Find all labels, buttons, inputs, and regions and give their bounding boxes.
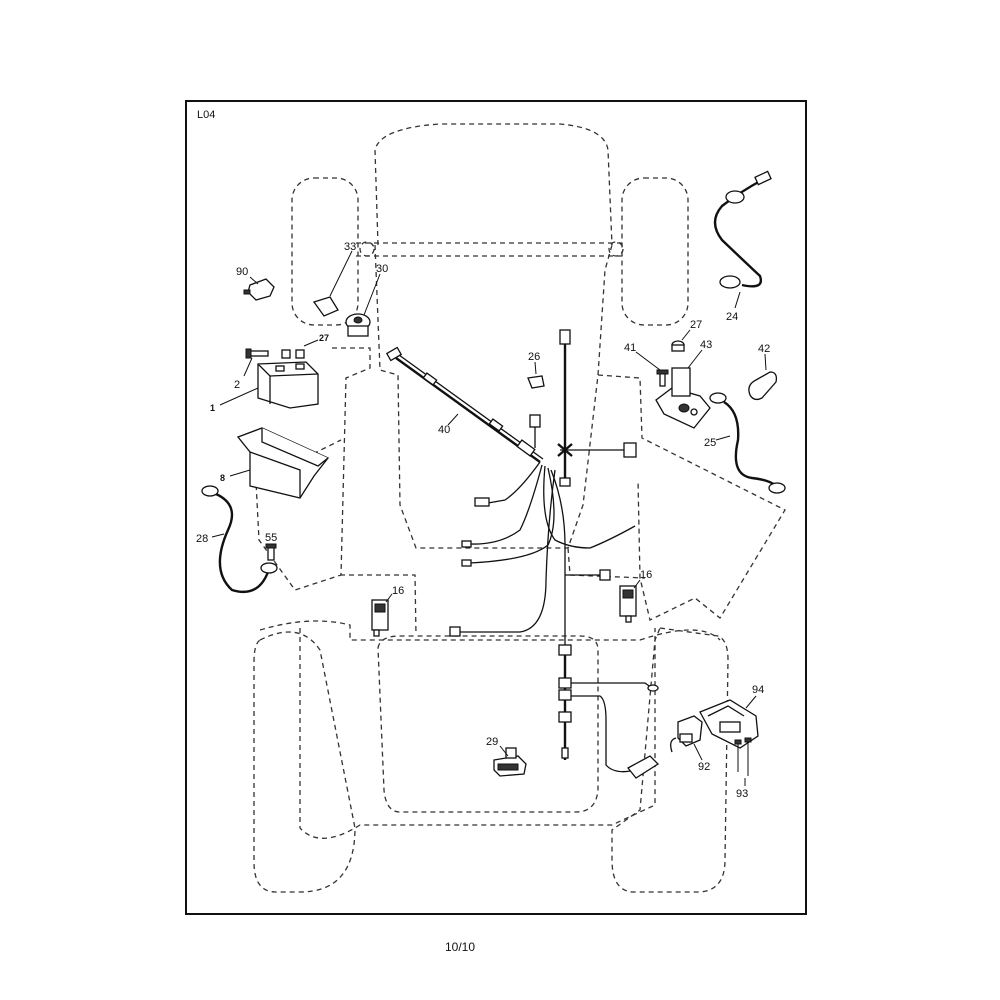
callout-1: 1 xyxy=(210,403,215,413)
callout-93: 93 xyxy=(736,788,748,800)
hood-outline xyxy=(374,123,613,549)
rear-tire-right xyxy=(611,627,729,893)
callout-16-right: 16 xyxy=(640,569,652,581)
harness-rear-connector xyxy=(627,755,660,779)
callout-40: 40 xyxy=(438,424,450,436)
frame-outline xyxy=(255,347,786,621)
callout-41: 41 xyxy=(624,342,636,354)
callout-55: 55 xyxy=(265,532,277,544)
part-94-module xyxy=(699,699,759,749)
callout-94: 94 xyxy=(752,684,764,696)
harness-fuse-holder xyxy=(529,414,541,448)
callout-25: 25 xyxy=(704,437,716,449)
axle-pivot-left xyxy=(359,241,375,257)
axle-pivot-right xyxy=(608,241,624,257)
part-41-screw xyxy=(656,369,669,387)
part-27-nut-right xyxy=(671,340,685,352)
front-axle-outline xyxy=(356,242,622,257)
part-27-nut-left xyxy=(281,349,305,359)
rear-body-outline xyxy=(299,628,656,839)
part-8-battery-tray xyxy=(236,427,330,499)
part-93-screws xyxy=(734,737,752,776)
part-24-cable xyxy=(713,170,772,289)
part-40-wire-harness xyxy=(385,329,659,773)
part-28-cable xyxy=(201,485,278,594)
diagram-frame xyxy=(185,100,807,915)
part-29-switch xyxy=(493,747,527,777)
page-number: 10/10 xyxy=(444,940,476,954)
part-16-switch-right xyxy=(619,585,637,623)
part-16-switch-left xyxy=(371,599,389,637)
callout-42: 42 xyxy=(758,343,770,355)
part-33-key xyxy=(312,296,339,317)
part-30-ignition-switch xyxy=(345,313,371,337)
callout-8: 8 xyxy=(220,473,225,483)
callout-33: 33 xyxy=(344,241,356,253)
callout-28: 28 xyxy=(196,533,208,545)
front-tire-right xyxy=(621,177,689,326)
part-25-cable xyxy=(709,392,786,494)
part-42-terminal-boot xyxy=(748,371,778,401)
callout-30: 30 xyxy=(376,263,388,275)
front-tire-left xyxy=(291,177,359,326)
callout-24: 24 xyxy=(726,311,738,323)
callout-27-left: 27 xyxy=(319,333,329,343)
callout-29: 29 xyxy=(486,736,498,748)
callout-90: 90 xyxy=(236,266,248,278)
rear-tire-left xyxy=(253,631,356,893)
callout-2: 2 xyxy=(234,379,240,391)
part-1-battery xyxy=(257,361,319,409)
part-2-bolt xyxy=(245,348,269,359)
callout-26: 26 xyxy=(528,351,540,363)
part-55-bolt xyxy=(265,543,277,561)
diagram-ref-label: L04 xyxy=(197,109,215,121)
tractor-outline xyxy=(253,123,786,893)
callout-92: 92 xyxy=(698,761,710,773)
callout-43: 43 xyxy=(700,339,712,351)
part-90 xyxy=(243,278,275,301)
part-43-solenoid xyxy=(655,367,711,429)
callout-27-right: 27 xyxy=(690,319,702,331)
part-92-relay xyxy=(670,715,703,753)
callout-16-left: 16 xyxy=(392,585,404,597)
rear-fender-outline xyxy=(377,635,599,813)
part-26-fuse xyxy=(527,375,545,389)
